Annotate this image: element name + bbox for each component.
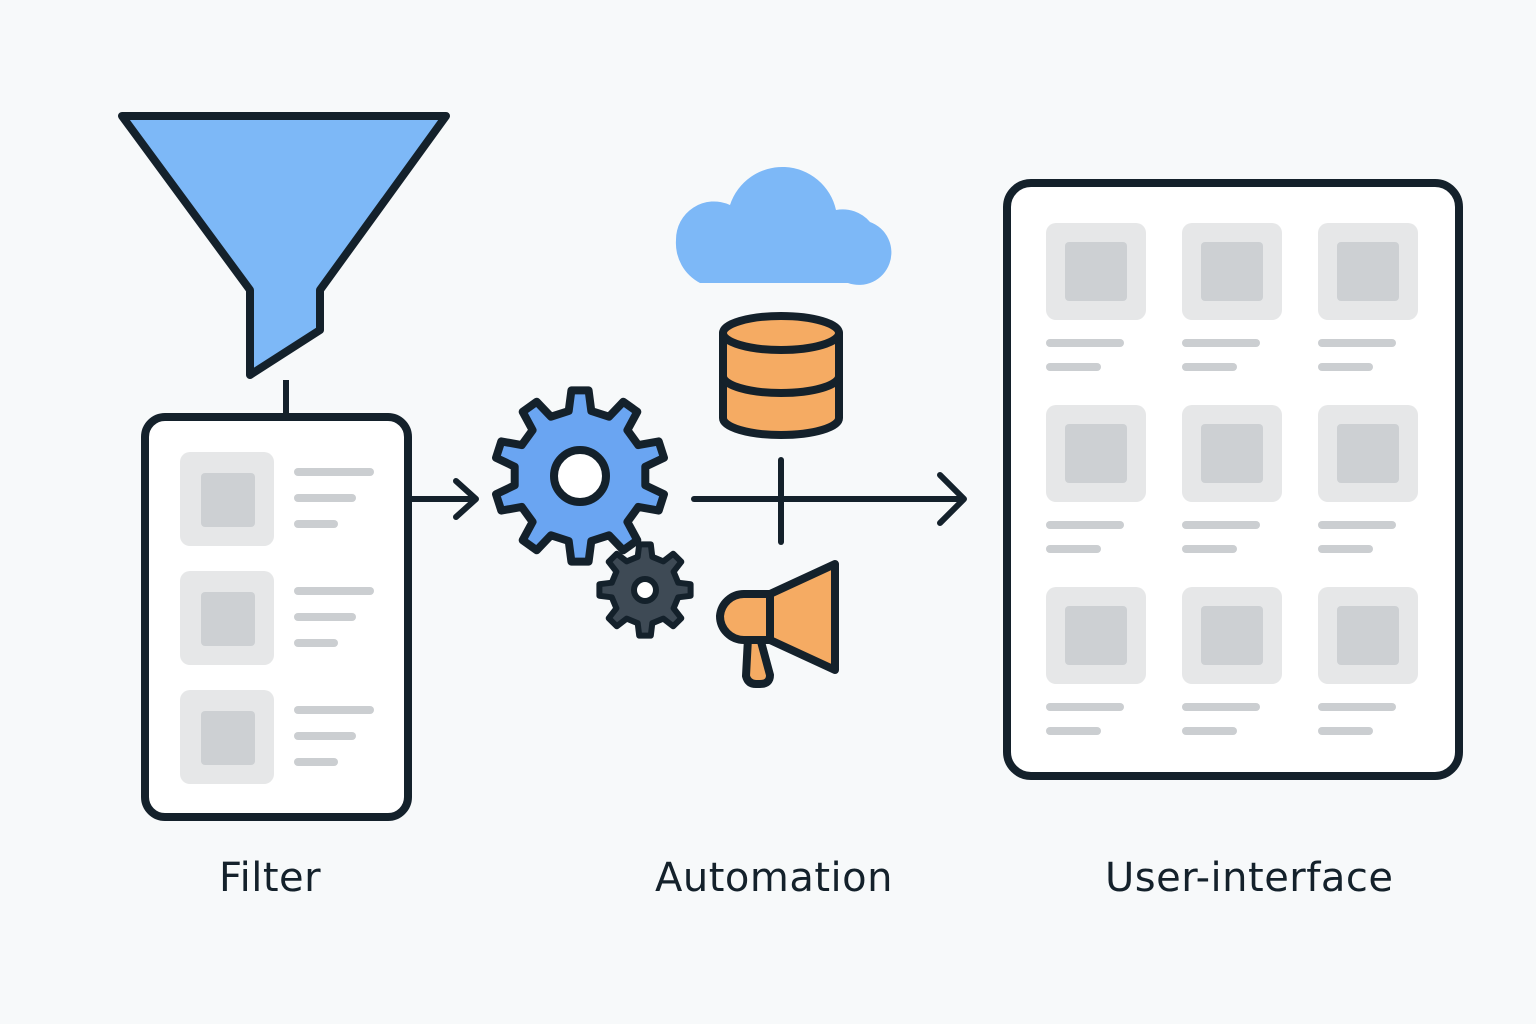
arrow-to-user-interface: [691, 457, 967, 545]
megaphone-icon: [716, 560, 839, 688]
funnel-icon: [118, 112, 450, 379]
automation-label: Automation: [655, 855, 893, 901]
ui-grid-icon: [1003, 179, 1463, 780]
ui-tile: [1046, 223, 1146, 371]
gear-hole: [550, 446, 610, 506]
arrow-to-automation: [407, 478, 479, 520]
ui-tile: [1318, 223, 1418, 371]
ui-tile: [1182, 587, 1282, 735]
filter-label: Filter: [219, 855, 322, 901]
list-item: [180, 690, 374, 784]
ui-tile: [1182, 405, 1282, 553]
ui-tile: [1046, 587, 1146, 735]
cloud-icon: [675, 166, 892, 285]
list-item: [180, 571, 374, 665]
ui-tile: [1318, 405, 1418, 553]
ui-tile: [1182, 223, 1282, 371]
database-icon: [719, 312, 843, 439]
gear-icon: [492, 386, 668, 566]
document-list-icon: [141, 413, 412, 821]
user-interface-label: User-interface: [1105, 855, 1394, 901]
ui-tile: [1046, 405, 1146, 553]
gear-hole: [631, 576, 659, 604]
list-item: [180, 452, 374, 546]
small-gear-icon: [596, 541, 694, 639]
ui-tile: [1318, 587, 1418, 735]
